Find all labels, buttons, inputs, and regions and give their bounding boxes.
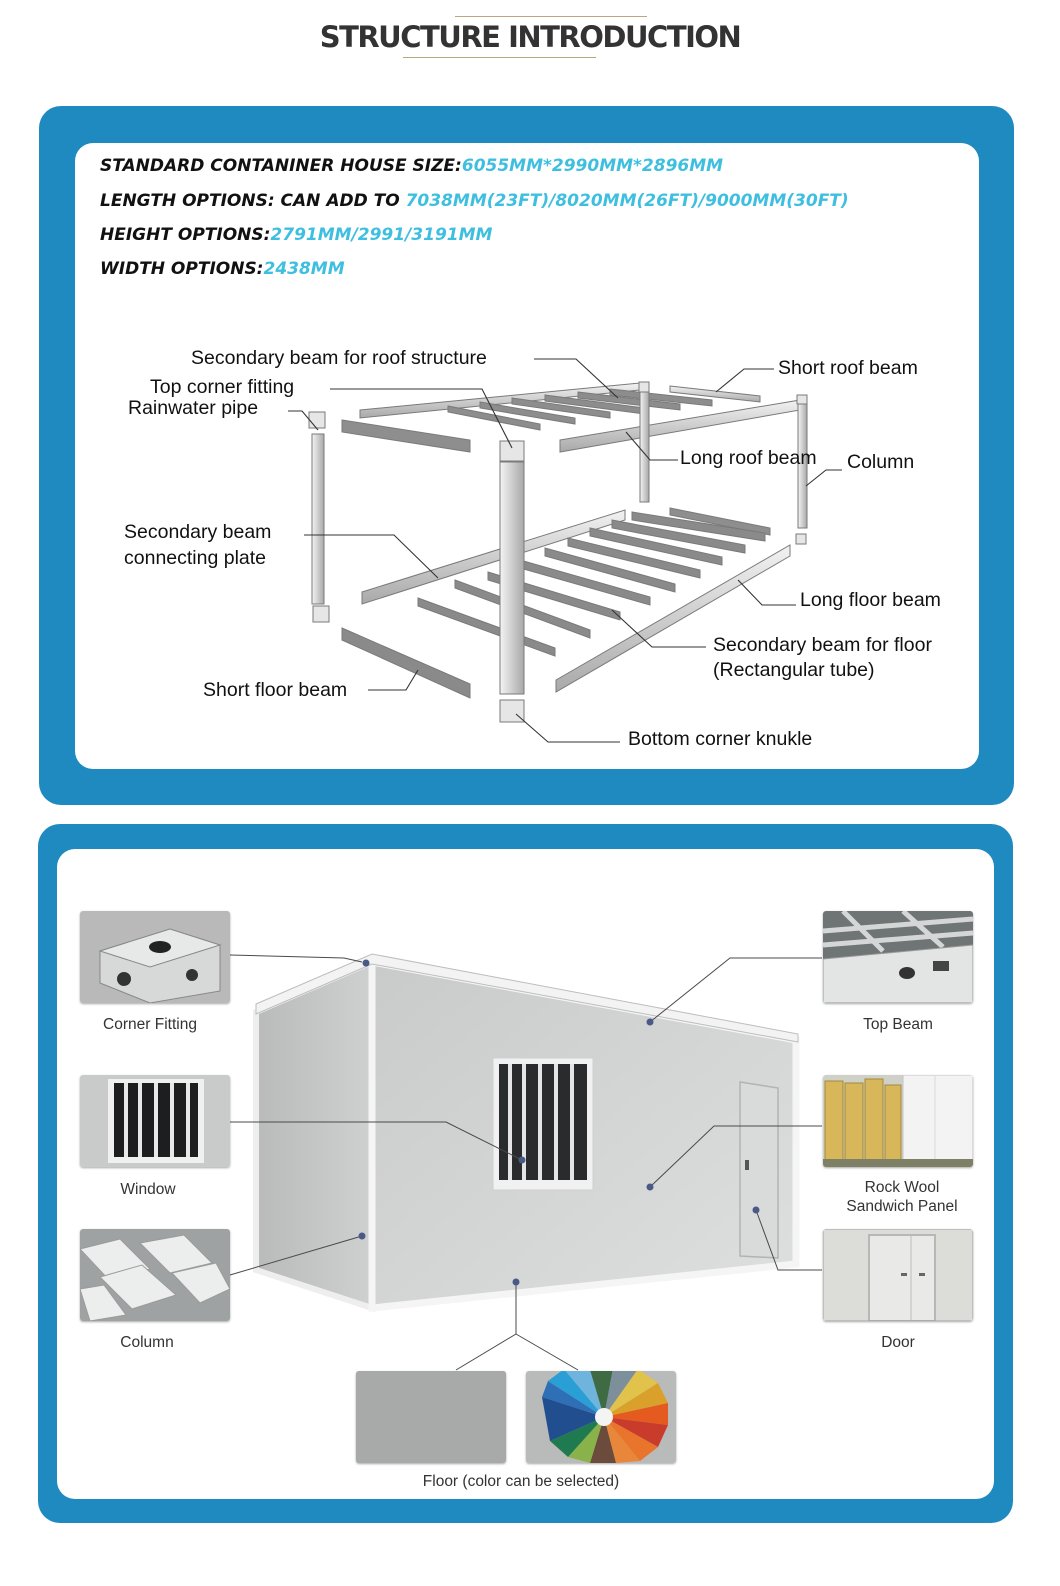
spec-value: 7038MM(23FT)/8020MM(26FT)/9000MM(30FT) — [405, 191, 849, 211]
column-back — [639, 391, 650, 503]
spec-value: 6055MM*2990MM*2896MM — [461, 156, 724, 176]
container-end-wall — [253, 957, 375, 1313]
column-image — [80, 1229, 230, 1321]
leader-lines — [229, 954, 822, 1371]
bottom-corner-knuckle — [499, 699, 525, 723]
short-roof-beam-left — [341, 419, 471, 453]
spec-label: WIDTH OPTIONS: — [100, 259, 264, 279]
top-beam-image — [823, 911, 973, 1003]
short-roof-beam-right — [669, 385, 761, 403]
roof-secondary-beam — [609, 388, 713, 407]
window-image — [80, 1075, 230, 1167]
short-floor-beam-right — [669, 507, 771, 536]
caption-corner-fitting: Corner Fitting — [103, 1016, 197, 1033]
label-connecting-plate-line2: connecting plate — [124, 547, 267, 569]
roof-secondary-beam — [511, 397, 611, 419]
bottom-corner-knuckle — [312, 605, 330, 623]
column-front — [499, 461, 525, 695]
corner-fitting-image — [80, 911, 230, 1003]
label-secondary-roof-beam: Secondary beam for roof structure — [191, 347, 487, 369]
label-rainwater-pipe: Rainwater pipe — [128, 397, 259, 419]
callout-dots — [358, 959, 760, 1286]
short-floor-beam-left — [341, 627, 471, 699]
label-column: Column — [847, 451, 915, 473]
spec-label: LENGTH OPTIONS: CAN ADD TO — [100, 191, 406, 211]
roof-secondary-beam — [479, 401, 576, 425]
columns — [308, 381, 808, 723]
spec-length-options: LENGTH OPTIONS: CAN ADD TO 7038MM(23FT)/… — [100, 191, 849, 211]
spec-standard-size: STANDARD CONTANINER HOUSE SIZE:6055MM*29… — [100, 156, 723, 176]
page-title: STRUCTURE INTRODUCTION — [319, 20, 742, 54]
bottom-corner-knuckle — [795, 533, 807, 545]
spec-value: 2791MM/2991/3191MM — [270, 225, 493, 245]
corner-fitting — [638, 381, 650, 393]
floor-secondary-beam — [544, 547, 676, 593]
floor-gray-image — [356, 1371, 506, 1463]
container-house-illustration — [229, 953, 822, 1371]
label-bottom-corner-knuckle: Bottom corner knukle — [628, 728, 813, 750]
caption-rock-wool-line2: Sandwich Panel — [846, 1198, 958, 1215]
column-left — [311, 433, 325, 605]
door — [739, 1081, 779, 1259]
label-short-floor-beam: Short floor beam — [203, 679, 348, 701]
caption-window: Window — [120, 1181, 176, 1198]
frame-structure-card — [75, 143, 979, 769]
roof-secondary-beam — [447, 405, 541, 431]
spec-label: STANDARD CONTANINER HOUSE SIZE: — [100, 156, 462, 176]
spec-label: HEIGHT OPTIONS: — [100, 225, 271, 245]
floor-secondary-beam — [589, 527, 723, 566]
floor-secondary-beam — [567, 537, 701, 579]
floor-secondary-beam — [631, 511, 766, 542]
leader-lines — [288, 358, 842, 743]
label-long-roof-beam: Long roof beam — [680, 447, 817, 469]
spec-height-options: HEIGHT OPTIONS:2791MM/2991/3191MM — [100, 225, 492, 245]
label-long-floor-beam: Long floor beam — [800, 589, 941, 611]
window — [492, 1057, 594, 1191]
caption-column: Column — [120, 1334, 174, 1351]
label-short-roof-beam: Short roof beam — [778, 357, 918, 379]
caption-door: Door — [881, 1334, 915, 1351]
floor-secondary-beam — [611, 519, 746, 554]
long-floor-beam-back — [361, 509, 626, 605]
header-rule-bottom — [403, 57, 596, 58]
floor-frame — [341, 507, 791, 699]
roof-frame — [341, 382, 801, 453]
label-secondary-floor-beam-line1: Secondary beam for floor — [713, 634, 932, 656]
corner-fitting — [796, 394, 808, 405]
rock-wool-panel-image — [823, 1075, 973, 1167]
caption-floor: Floor (color can be selected) — [422, 1473, 620, 1490]
exploded-frame-diagram — [288, 358, 842, 743]
roof-edge — [255, 953, 799, 1043]
label-secondary-floor-beam-line2: (Rectangular tube) — [713, 659, 875, 681]
floor-secondary-beam — [417, 597, 556, 657]
caption-top-beam: Top Beam — [863, 1016, 933, 1033]
corner-fitting — [308, 411, 326, 429]
spec-width-options: WIDTH OPTIONS:2438MM — [100, 259, 345, 279]
long-floor-beam-front — [555, 544, 791, 693]
door-image — [823, 1229, 973, 1321]
header-rule-top — [455, 16, 647, 17]
label-connecting-plate-line1: Secondary beam — [124, 521, 272, 543]
caption-rock-wool-line1: Rock Wool — [864, 1179, 940, 1196]
floor-color-swatch-image — [526, 1371, 676, 1463]
corner-fitting — [499, 440, 525, 462]
spec-value: 2438MM — [263, 259, 345, 279]
label-top-corner-fitting: Top corner fitting — [150, 376, 295, 398]
